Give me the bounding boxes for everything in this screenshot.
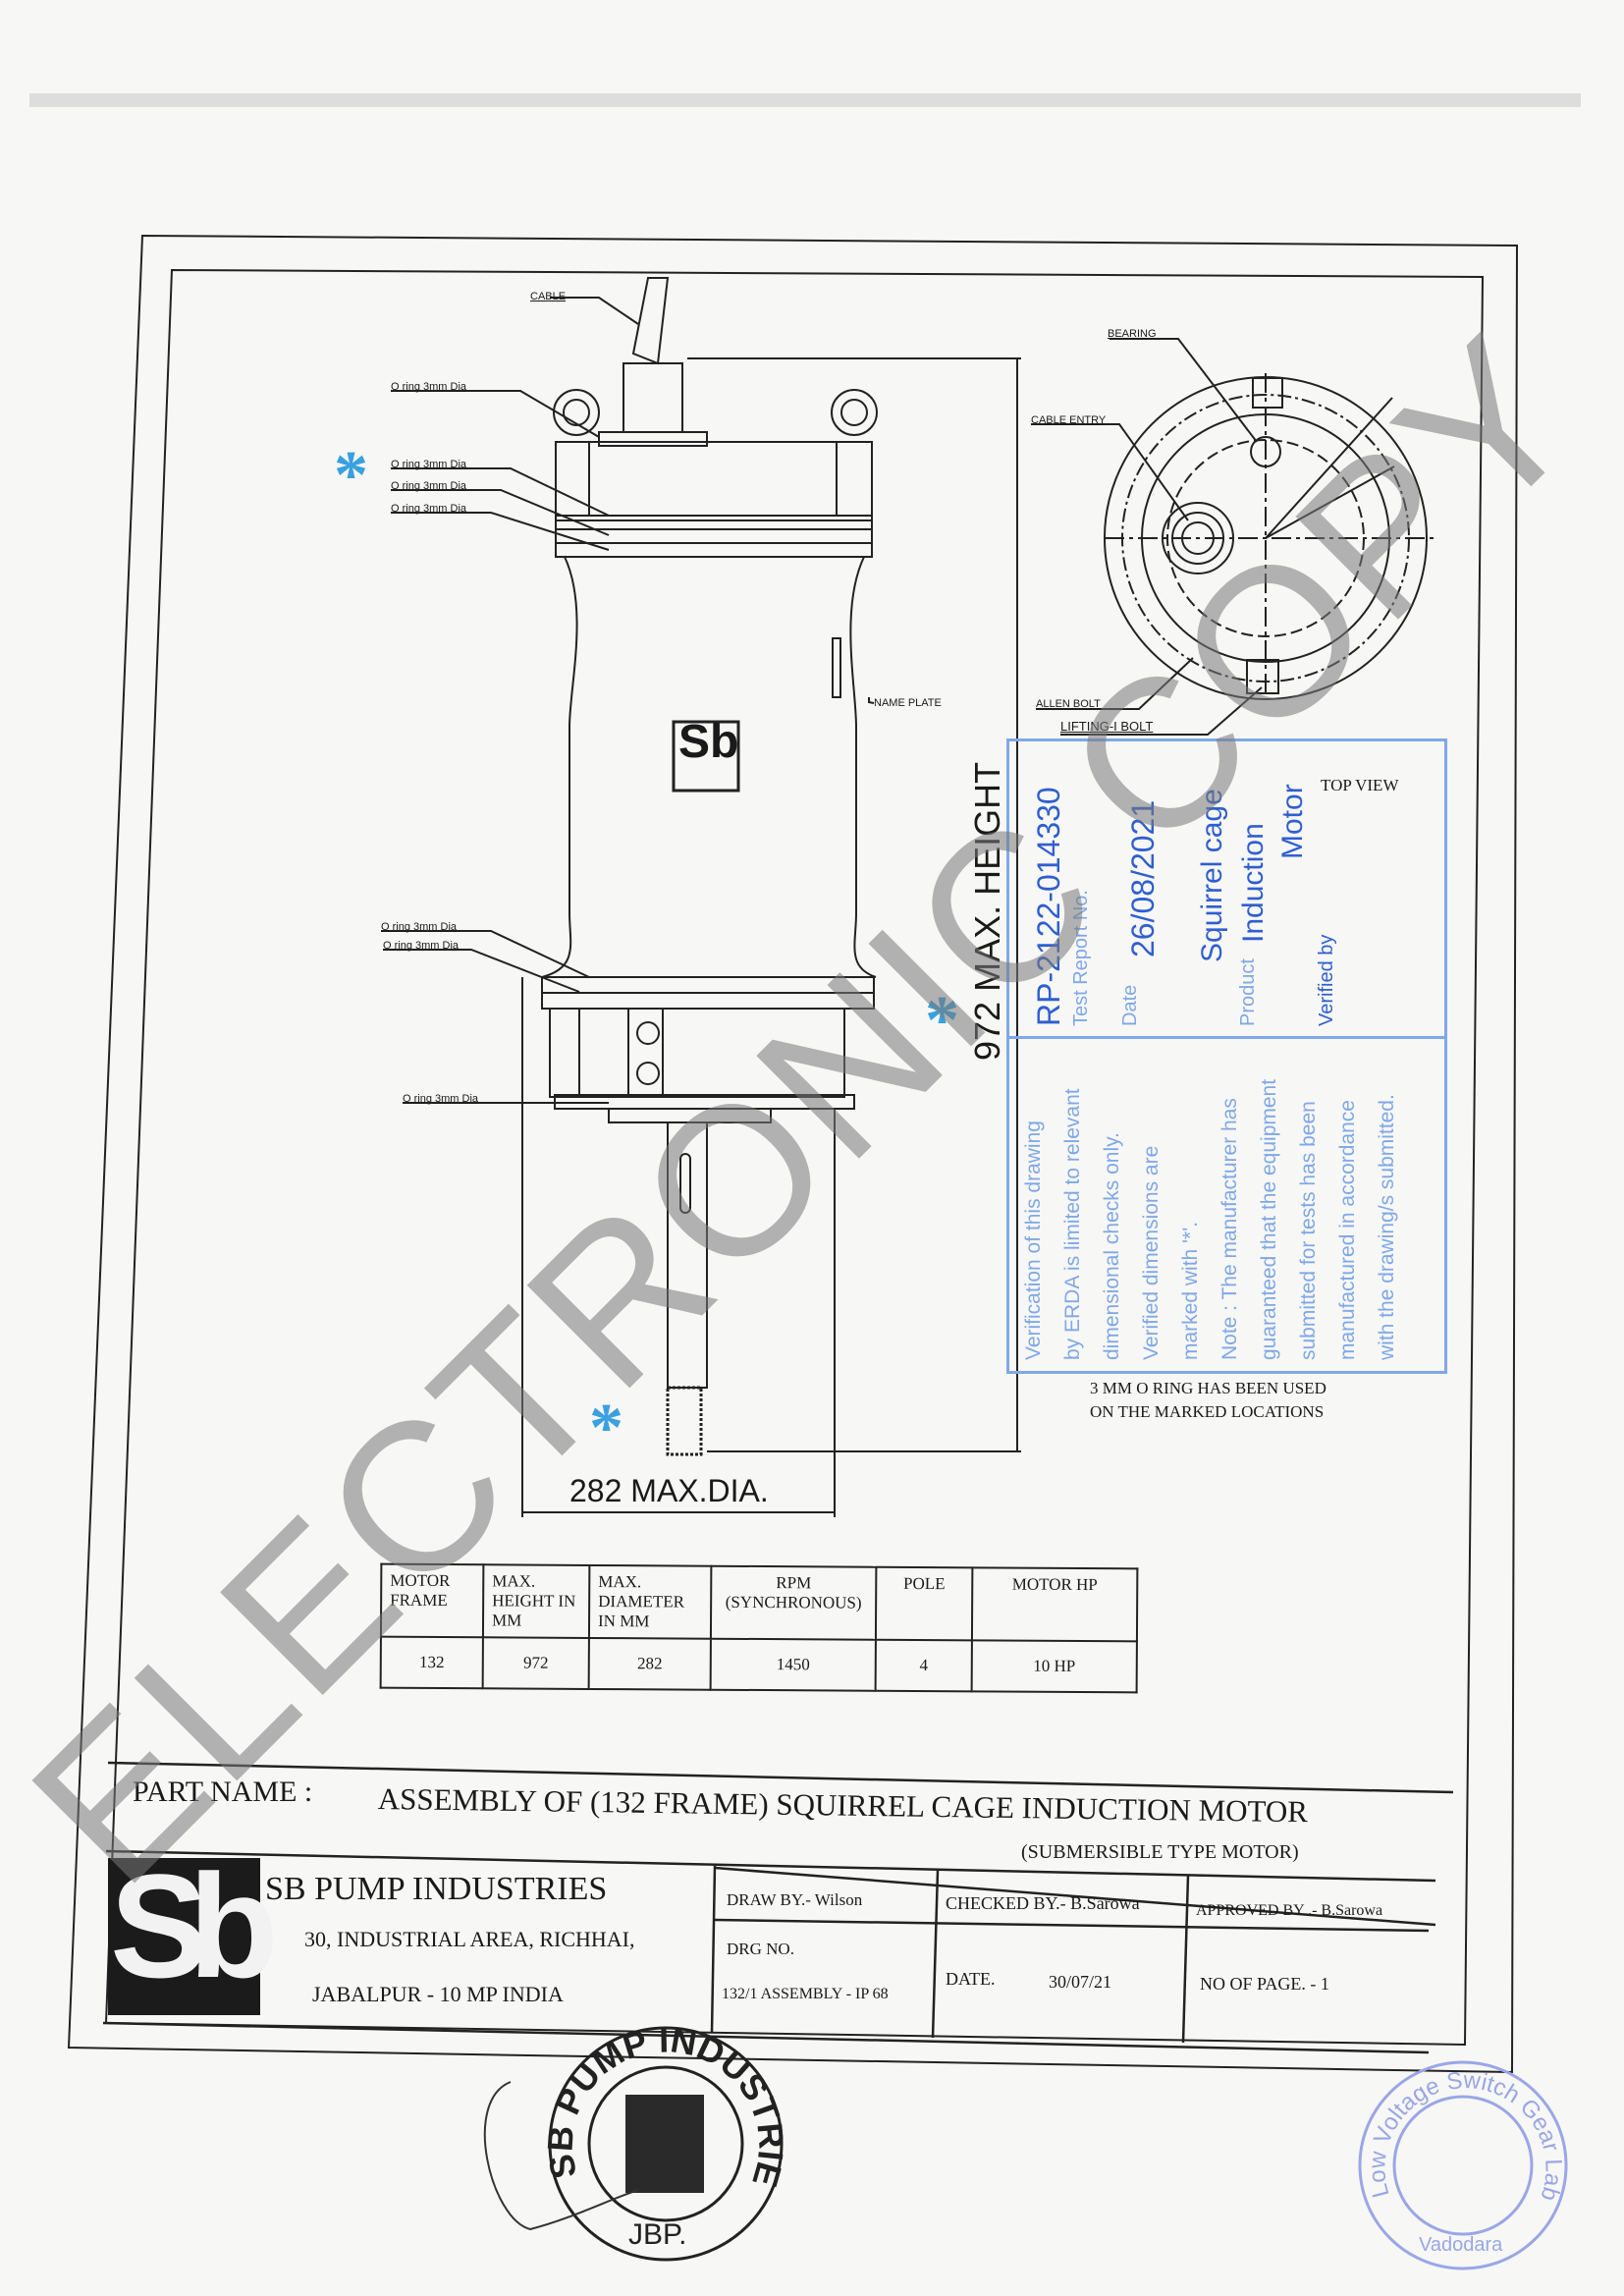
- company-logo-block: [108, 1858, 260, 2015]
- label-oring: O ring 3mm Dia: [391, 459, 467, 470]
- label-oring: O ring 3mm Dia: [391, 480, 467, 492]
- oring-note-line: 3 MM O RING HAS BEEN USED: [1090, 1379, 1326, 1397]
- outer-frame: [67, 234, 1519, 2074]
- checked-by: CHECKED BY.- B.Sarowa: [946, 1893, 1140, 1913]
- approved-by: APPROVED BY .- B.Sarowa: [1196, 1902, 1383, 1919]
- lab-seal: [1358, 2060, 1568, 2270]
- label-allen-bolt: ALLEN BOLT: [1036, 698, 1101, 710]
- company-logo: Sb: [110, 1843, 279, 2008]
- label-oring: O ring 3mm Dia: [383, 940, 460, 952]
- company-name: SB PUMP INDUSTRIES: [265, 1871, 608, 1907]
- oring-note: 3 MM O RING HAS BEEN USED ON THE MARKED …: [1090, 1377, 1326, 1424]
- lab-seal-city: Vadodara: [1419, 2234, 1503, 2256]
- date-label: DATE.: [946, 1969, 996, 1989]
- drawing-date: 30/07/21: [1049, 1972, 1112, 1992]
- verified-marker: *: [589, 1391, 623, 1466]
- label-oring: O ring 3mm Dia: [391, 381, 467, 393]
- body-logo: Sb: [678, 716, 739, 768]
- label-cable-entry: CABLE ENTRY: [1031, 414, 1107, 426]
- signature: [483, 2081, 639, 2231]
- diameter-dimension: 282 MAX.DIA.: [569, 1473, 769, 1508]
- label-top-view: TOP VIEW: [1321, 776, 1399, 794]
- label-oring: O ring 3mm Dia: [403, 1093, 479, 1105]
- company-seal: [548, 2026, 784, 2262]
- part-name-label: PART NAME :: [133, 1776, 313, 1808]
- label-name-plate: NAME PLATE: [874, 697, 942, 709]
- company-seal-text: SB PUMP INDUSTRIES: [0, 0, 792, 2191]
- label-oring: O ring 3mm Dia: [381, 921, 458, 933]
- label-lifting-bolt: LIFTING-I BOLT: [1060, 719, 1154, 734]
- drg-no: 132/1 ASSEMBLY - IP 68: [722, 1986, 889, 2002]
- company-address: 30, INDUSTRIAL AREA, RICHHAI,: [304, 1927, 635, 1951]
- label-bearing: BEARING: [1108, 328, 1157, 340]
- company-address: JABALPUR - 10 MP INDIA: [312, 1982, 564, 2006]
- part-subtitle: (SUBMERSIBLE TYPE MOTOR): [1021, 1841, 1299, 1863]
- verification-stamp: RP-2122-014330 Test Report No. Date 26/0…: [1006, 738, 1447, 1374]
- company-seal-city: JBP.: [628, 2218, 687, 2251]
- label-oring: O ring 3mm Dia: [391, 503, 467, 515]
- page-count: NO OF PAGE. - 1: [1200, 1974, 1329, 1994]
- inner-frame: [104, 268, 1485, 2047]
- oring-note-line: ON THE MARKED LOCATIONS: [1090, 1402, 1325, 1421]
- drg-no-label: DRG NO.: [727, 1940, 794, 1958]
- drawn-by: DRAW BY.- Wilson: [727, 1890, 863, 1909]
- verified-marker: *: [925, 983, 959, 1059]
- seal-logo: [625, 2095, 704, 2193]
- verified-marker: *: [334, 438, 368, 514]
- label-cable: CABLE: [530, 291, 567, 302]
